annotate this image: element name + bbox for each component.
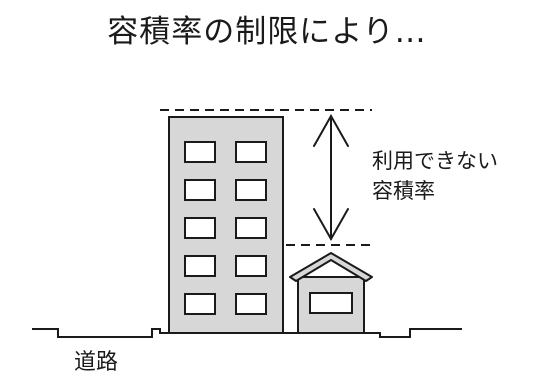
small-house [289,252,373,334]
ground-line [32,328,462,338]
unused-far-label-line2: 容積率 [372,179,435,203]
tall-building-windows [184,141,267,315]
window [184,217,216,239]
window [184,179,216,201]
window [184,255,216,277]
diagram-title: 容積率の制限により… [107,14,427,50]
house-window [309,292,353,314]
window [235,217,267,239]
window [235,293,267,315]
window [184,141,216,163]
road-label: 道路 [74,350,119,375]
unused-far-label-line1: 利用できない [372,149,498,173]
window [235,141,267,163]
window [235,179,267,201]
double-arrow-icon [313,113,349,242]
window [184,293,216,315]
window [235,255,267,277]
